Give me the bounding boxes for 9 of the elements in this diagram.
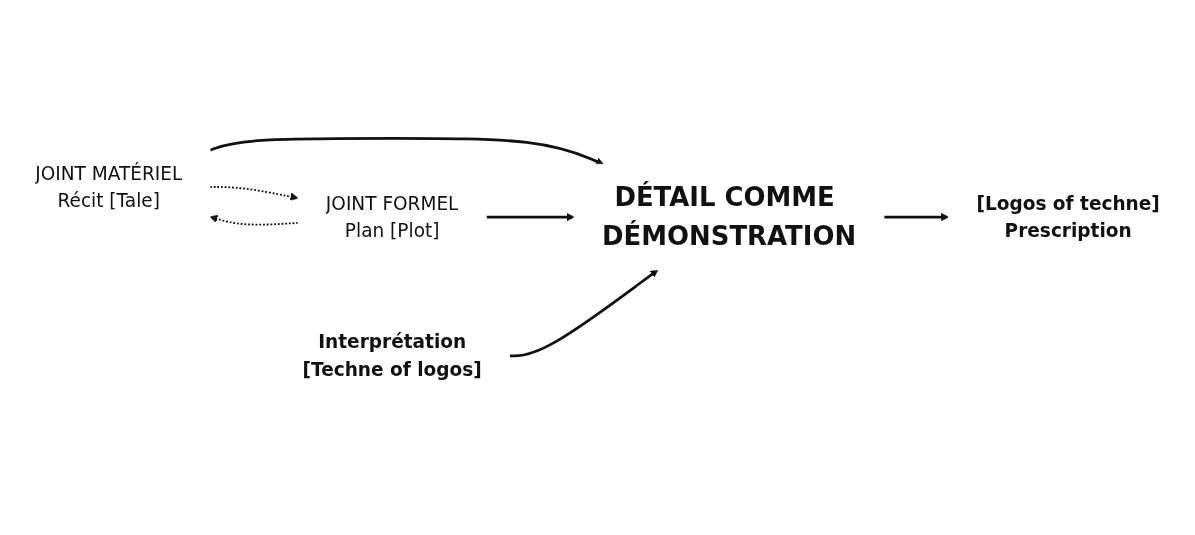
arrow (486, 212, 575, 221)
arrow (509, 269, 659, 357)
node-text: [Logos of techne] Prescription (976, 191, 1160, 242)
arrow (209, 214, 299, 226)
arrow (209, 185, 299, 201)
arrow (209, 136, 604, 165)
node-text: DÉTAIL COMME DÉMONSTRATION (602, 181, 857, 251)
arrow (883, 212, 950, 221)
node-text: Interprétation [Techne of logos] (302, 330, 482, 381)
